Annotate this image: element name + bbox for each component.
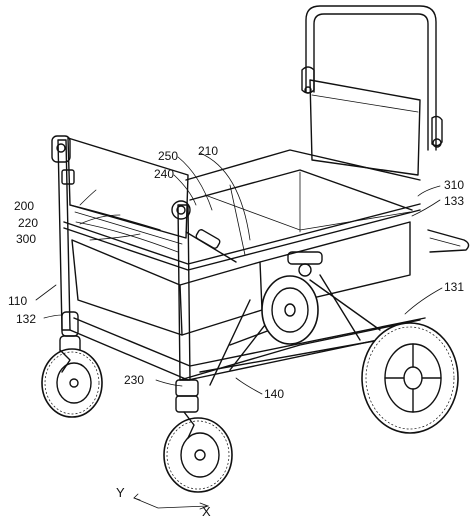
front-right-post xyxy=(171,200,199,413)
rear-right-wheel xyxy=(361,322,459,434)
label-230: 230 xyxy=(124,373,144,387)
brake-lever xyxy=(185,229,237,263)
label-140: 140 xyxy=(264,387,284,401)
front-left-post xyxy=(51,135,81,355)
side-handle xyxy=(427,229,470,253)
label-300: 300 xyxy=(16,232,36,246)
leader-lines xyxy=(35,152,443,395)
label-310: 310 xyxy=(444,178,464,192)
label-132: 132 xyxy=(16,312,36,326)
front-left-wheel xyxy=(41,348,103,418)
rear-left-wheel xyxy=(261,275,319,345)
rear-seat-panel xyxy=(301,66,443,176)
label-220: 220 xyxy=(18,216,38,230)
push-handle xyxy=(305,5,437,151)
reference-labels: 210 250 240 200 220 300 310 133 110 132 … xyxy=(8,144,464,401)
label-133: 133 xyxy=(444,194,464,208)
axis-y-label: Y xyxy=(116,485,125,500)
label-200: 200 xyxy=(14,199,34,213)
front-right-wheel xyxy=(163,411,233,493)
label-131: 131 xyxy=(444,280,464,294)
top-rail xyxy=(63,149,421,277)
label-240: 240 xyxy=(154,167,174,181)
label-250: 250 xyxy=(158,149,178,163)
coordinate-axes: Y X xyxy=(116,485,211,519)
basket-body xyxy=(71,169,413,336)
chassis xyxy=(69,274,426,386)
label-110: 110 xyxy=(8,294,27,308)
axis-x-label: X xyxy=(202,504,211,519)
label-210: 210 xyxy=(198,144,218,158)
front-seat-panel xyxy=(67,137,189,253)
